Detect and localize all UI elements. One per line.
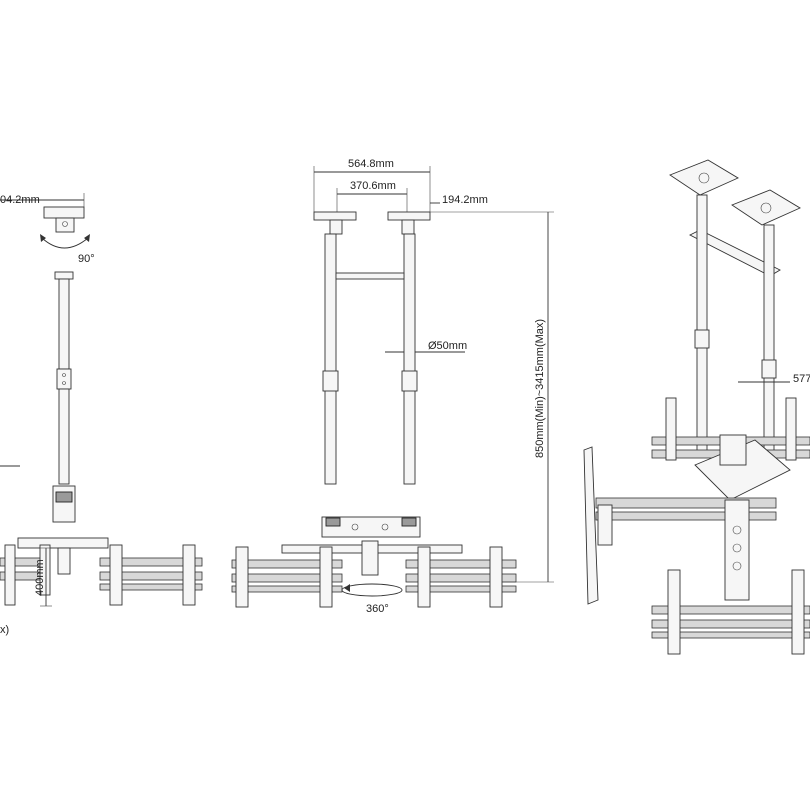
left-arm-c: [109, 544, 123, 606]
left-pole-lower: [58, 388, 70, 485]
iso-lower-post: [724, 499, 750, 601]
mid-rotation-arc: [341, 583, 403, 597]
mid-arm-b: [319, 546, 333, 608]
mid-arm-c: [417, 546, 431, 608]
left-pole-upper: [58, 278, 70, 370]
mid-arm-d: [489, 546, 503, 608]
mid-outer-width-label: 564.8mm: [348, 158, 394, 170]
mid-inner-width-label: 370.6mm: [350, 180, 396, 192]
iso-plate-a: [669, 159, 739, 196]
left-head-bracket: [52, 485, 76, 523]
mid-tie-bar: [335, 272, 405, 280]
iso-pole-b: [763, 224, 775, 466]
iso-arm-upper-a: [665, 397, 677, 461]
mid-plate-right: [387, 211, 431, 221]
left-ceiling-plate: [43, 206, 85, 219]
iso-plate-b: [731, 189, 801, 226]
iso-arm-upper-b: [785, 397, 797, 461]
mid-plate-left: [313, 211, 357, 221]
left-rotation-arc: [41, 237, 89, 249]
mid-plate-width-label: 194.2mm: [442, 194, 488, 206]
mid-height-range-label: 850mm(Min)~3415mm(Max): [534, 319, 546, 458]
left-side-view: 04.2mm 90° 400mm x): [0, 193, 203, 636]
left-plate-bracket: [55, 217, 75, 233]
mid-head-bracket: [321, 516, 421, 538]
left-arm-a: [4, 544, 16, 606]
left-arm-b: [39, 544, 51, 596]
left-top-width-label: 04.2mm: [0, 194, 40, 206]
iso-arm-lower-b: [791, 569, 805, 655]
left-height-label: 400mm: [34, 559, 46, 596]
iso-pole-a: [696, 194, 708, 456]
iso-side-screen: [583, 446, 599, 605]
left-cut-label: x): [0, 624, 9, 636]
iso-cut-label: 577: [793, 373, 810, 385]
left-arm-d: [182, 544, 196, 606]
left-pole-joint: [56, 368, 72, 390]
mid-pole-left: [324, 233, 337, 485]
iso-arm-lower-a: [667, 569, 681, 655]
left-pole-collar: [54, 271, 74, 280]
mid-rotation-label: 360°: [366, 603, 389, 615]
mid-arm-a: [235, 546, 249, 608]
isometric-view: 577: [583, 159, 810, 655]
left-crossbar: [17, 537, 109, 549]
left-rotation-label: 90°: [78, 253, 95, 265]
mid-pole-right: [403, 233, 416, 485]
mid-pole-diameter-label: Ø50mm: [428, 340, 467, 352]
left-lower-post: [57, 547, 71, 575]
mid-lower-post: [361, 540, 379, 576]
front-view: 564.8mm 370.6mm 194.2mm Ø50mm: [231, 158, 554, 615]
